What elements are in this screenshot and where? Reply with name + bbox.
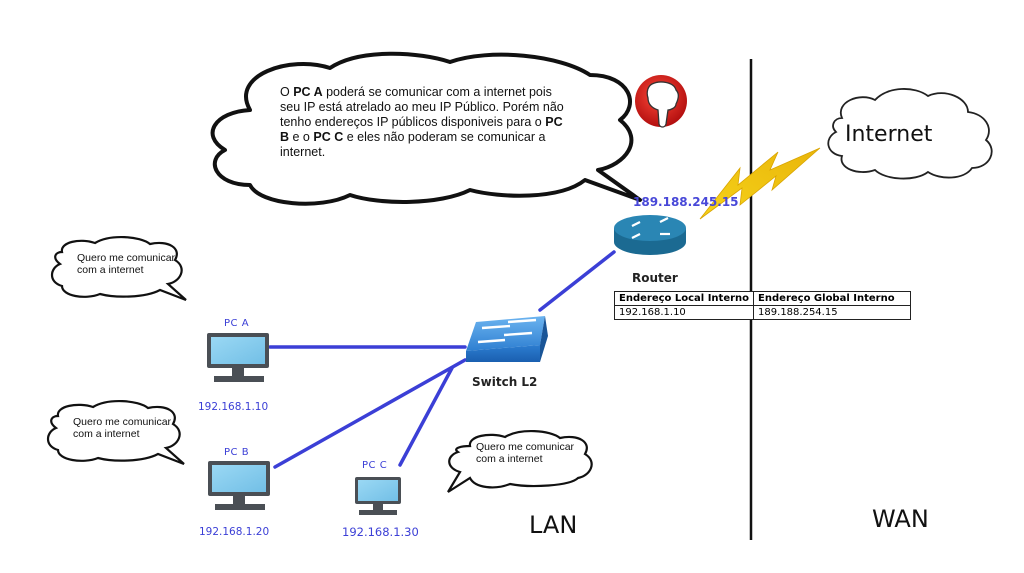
lan-label: LAN — [529, 511, 578, 539]
pcb-speech-text: Quero me comunicar com a internet — [73, 416, 172, 440]
wan-label: WAN — [872, 505, 929, 533]
switch-icon — [466, 316, 548, 362]
thumbs-down-icon — [635, 75, 687, 128]
table-row: 192.168.1.10 189.188.254.15 — [613, 305, 912, 320]
internet-cloud — [827, 88, 993, 180]
switch-label: Switch L2 — [472, 375, 538, 389]
pc-b-icon — [208, 461, 270, 510]
pc-a-ip: 192.168.1.10 — [198, 401, 269, 413]
router-label: Router — [632, 271, 678, 285]
pcb-speech-cloud — [46, 400, 185, 466]
pc-c-label: PC C — [362, 460, 388, 471]
link-router-switch — [538, 250, 616, 312]
pc-b-ip: 192.168.1.20 — [199, 526, 270, 538]
lightning-bolt-icon — [699, 147, 821, 220]
pcc-speech-text: Quero me comunicar com a internet — [476, 441, 575, 465]
nat-global-ip: 189.188.254.15 — [753, 305, 912, 320]
router-speech-cloud — [210, 51, 642, 206]
pc-a-icon — [207, 333, 269, 382]
pc-b-label: PC B — [224, 447, 250, 458]
pc-a-label: PC A — [224, 318, 250, 329]
pc-c-icon — [355, 477, 401, 515]
router-public-ip: 189.188.245.15 — [633, 195, 739, 209]
nat-local-ip: 192.168.1.10 — [613, 305, 755, 320]
pc-c-ip: 192.168.1.30 — [342, 525, 419, 539]
link-pcc-switch — [398, 366, 454, 467]
router-speech-text: O PC A poderá se comunicar com a interne… — [280, 85, 564, 159]
nat-header-local: Endereço Local Interno — [613, 291, 755, 306]
router-icon — [614, 215, 686, 255]
link-pcb-switch — [273, 358, 467, 469]
pca-speech-text: Quero me comunicar com a internet — [77, 252, 176, 276]
nat-header-global: Endereço Global Interno — [753, 291, 912, 306]
nat-table-header: Endereço Local Interno Endereço Global I… — [613, 291, 912, 306]
pca-speech-cloud — [50, 236, 187, 302]
nat-table: Endereço Local Interno Endereço Global I… — [613, 291, 912, 320]
network-links — [268, 250, 616, 469]
pcc-speech-cloud — [447, 430, 593, 493]
internet-label: Internet — [845, 122, 933, 147]
